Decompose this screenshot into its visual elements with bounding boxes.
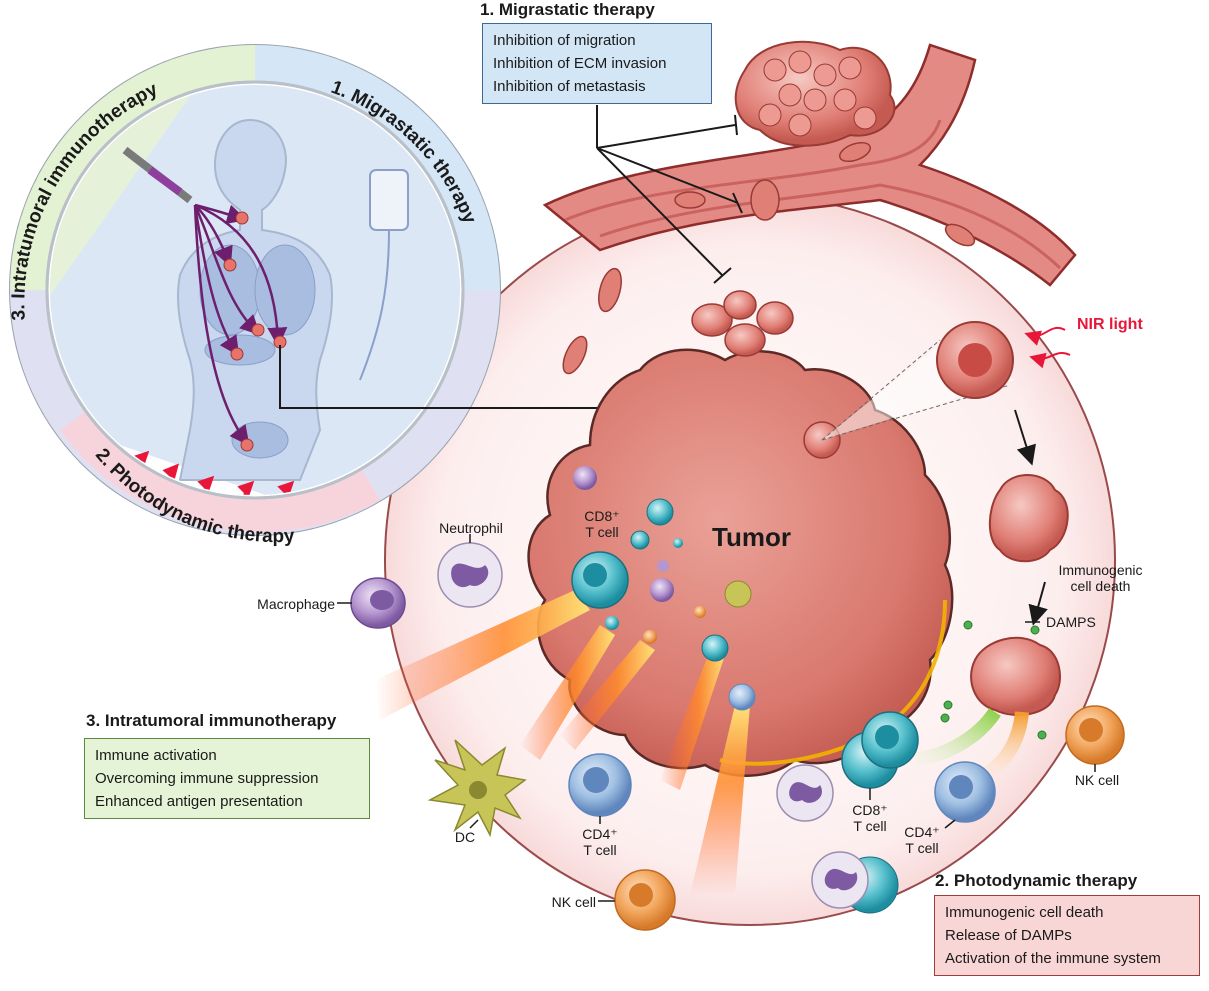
immunotherapy-item: Immune activation — [95, 747, 217, 764]
photodynamic-item: Immunogenic cell death — [945, 904, 1104, 921]
migrastatic-title: 1. Migrastatic therapy — [480, 0, 655, 19]
cd8-t-cell-right — [841, 711, 919, 789]
tumor-surface-cells — [691, 290, 841, 459]
dc-cell — [427, 739, 527, 838]
inhibition-lines — [596, 105, 743, 284]
damps-particles — [940, 620, 1047, 740]
immune-beams — [375, 590, 750, 895]
immunotherapy-title: 3. Intratumoral immunotherapy — [86, 711, 337, 730]
migrastatic-box: Inhibition of migration Inhibition of EC… — [482, 23, 712, 104]
damps-label: DAMPS — [1046, 614, 1096, 630]
dc-small — [724, 580, 752, 608]
immunotherapy-box: Immune activation Overcoming immune supp… — [84, 738, 370, 819]
photodynamic-title: 2. Photodynamic therapy — [935, 871, 1138, 890]
dying-cell — [988, 474, 1069, 563]
nk-cell-bottom — [614, 869, 676, 931]
migrastatic-item: Inhibition of migration — [493, 32, 636, 49]
neutrophil-right — [776, 764, 834, 822]
photodynamic-item: Release of DAMPs — [945, 927, 1072, 944]
migrastatic-item: Inhibition of ECM invasion — [493, 55, 667, 72]
nir-light-label: NIR light — [1077, 316, 1143, 333]
migrating-cells — [562, 141, 976, 375]
neutrophil — [437, 542, 503, 608]
neutrophil-label: Neutrophil — [439, 520, 503, 536]
immunotherapy-item: Enhanced antigen presentation — [95, 793, 303, 810]
therapy-overview-circle — [9, 44, 501, 536]
cd8-tumor-label: CD8⁺T cell — [584, 508, 620, 540]
neutrophil-bottom-right — [811, 851, 899, 914]
cd4-right-label: CD4⁺T cell — [904, 824, 940, 856]
connector-line — [279, 345, 640, 409]
cd8-right-label: CD8⁺T cell — [852, 802, 888, 834]
nk-bottom-label: NK cell — [551, 894, 596, 910]
nk-right-label: NK cell — [1074, 772, 1120, 788]
metastatic-cluster — [734, 40, 896, 147]
immunogenic-dead-cell — [970, 636, 1061, 716]
cd4-t-cell-right — [934, 761, 996, 823]
cd4-t-cell-left — [568, 753, 632, 817]
tumor-label: Tumor — [712, 522, 791, 552]
macrophage-label: Macrophage — [257, 596, 335, 612]
photodynamic-item: Activation of the immune system — [945, 950, 1161, 967]
migrastatic-item: Inhibition of metastasis — [493, 78, 646, 95]
nk-cell-right — [1065, 705, 1125, 765]
cd4-left-label: CD4⁺T cell — [582, 826, 618, 858]
immunotherapy-item: Overcoming immune suppression — [95, 770, 319, 787]
photodynamic-box: Immunogenic cell death Release of DAMPs … — [934, 895, 1200, 976]
dc-label: DC — [454, 829, 476, 845]
cd8-t-cell-tumor — [571, 551, 629, 609]
macrophage — [350, 577, 406, 629]
